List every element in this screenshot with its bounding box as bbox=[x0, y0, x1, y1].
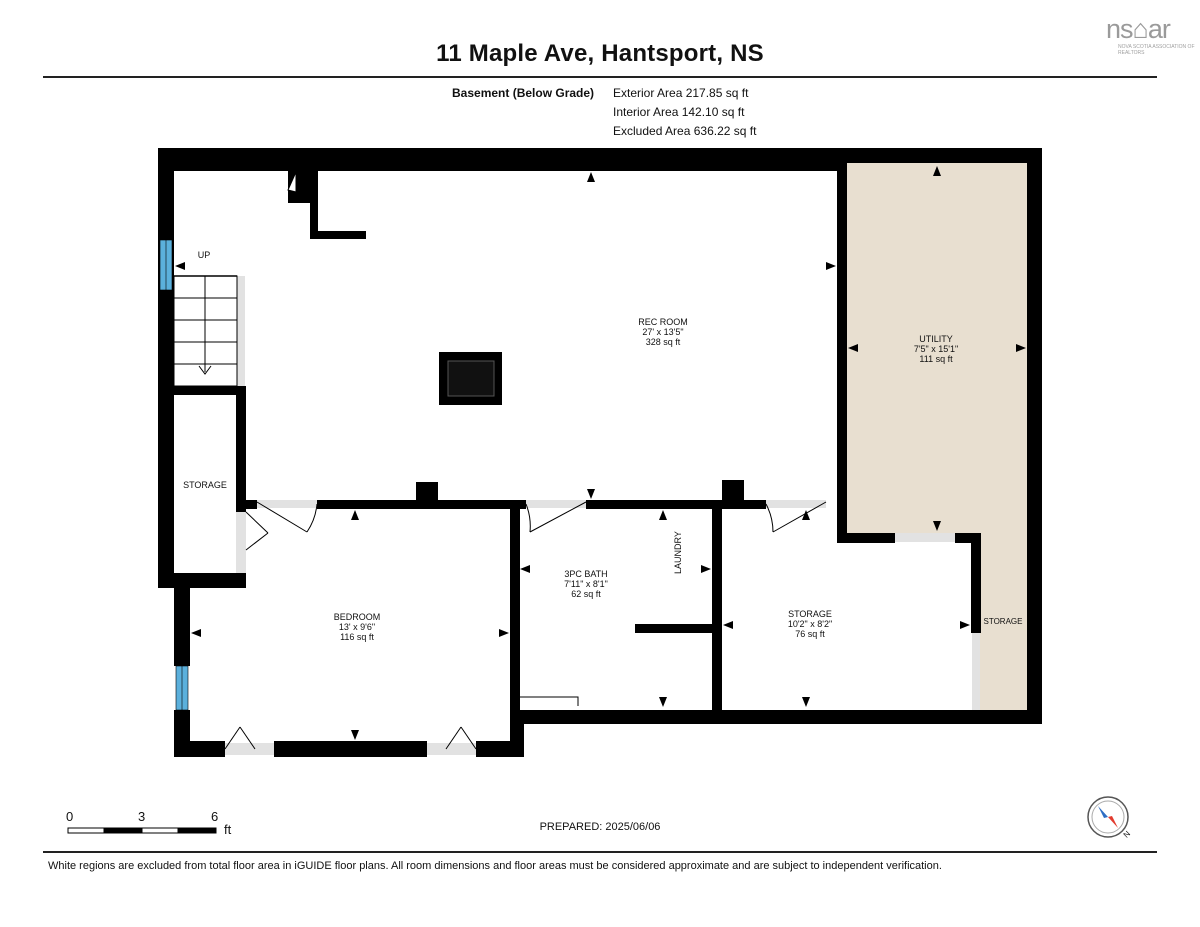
room-dims: 7'5" x 15'1" bbox=[913, 344, 959, 354]
scale-label-0: 0 bbox=[66, 809, 74, 824]
room-name: BEDROOM bbox=[333, 612, 381, 622]
scale-bar bbox=[67, 827, 217, 834]
bath-fixture bbox=[518, 696, 579, 706]
utility-fill bbox=[847, 163, 1027, 710]
logo-subtext: NOVA SCOTIA ASSOCIATION OF REALTORS bbox=[1118, 44, 1195, 56]
room-area: 116 sq ft bbox=[340, 632, 374, 642]
prepared-date: PREPARED: 2025/06/06 bbox=[539, 821, 661, 833]
bath-label: 3PC BATH 7'11" x 8'1" 62 sq ft bbox=[564, 569, 608, 599]
walls bbox=[158, 148, 1042, 757]
scale-label-6: 6 bbox=[211, 809, 219, 824]
compass-icon: N bbox=[1086, 796, 1136, 842]
windows bbox=[159, 239, 189, 711]
room-name: 3PC BATH bbox=[564, 569, 608, 579]
storage-left-label: STORAGE bbox=[183, 480, 227, 490]
door-swings bbox=[224, 171, 827, 750]
openings bbox=[225, 276, 980, 755]
room-name: REC ROOM bbox=[638, 317, 688, 327]
room-dims: 7'11" x 8'1" bbox=[564, 579, 608, 589]
dimension-arrows bbox=[175, 166, 1026, 740]
interior-area: Interior Area 142.10 sq ft bbox=[613, 105, 745, 119]
room-dims: 13' x 9'6" bbox=[338, 622, 376, 632]
scale-label-3: 3 bbox=[138, 809, 146, 824]
stairs-up-label: UP bbox=[197, 250, 211, 260]
room-name: UTILITY bbox=[919, 334, 953, 344]
laundry-label: LAUNDRY bbox=[673, 531, 683, 574]
room-area: 62 sq ft bbox=[571, 589, 601, 599]
fireplace bbox=[439, 352, 502, 405]
room-name: STORAGE bbox=[788, 609, 832, 619]
room-area: 111 sq ft bbox=[919, 354, 953, 364]
storage-main-label: STORAGE 10'2" x 8'2" 76 sq ft bbox=[788, 609, 832, 639]
logo-mark: ns⌂ar bbox=[1106, 14, 1171, 44]
header-divider bbox=[43, 76, 1157, 78]
footer-divider bbox=[43, 851, 1157, 853]
storage-right-label: STORAGE bbox=[983, 617, 1023, 626]
stairs bbox=[173, 275, 238, 387]
room-dims: 10'2" x 8'2" bbox=[787, 619, 833, 629]
nsar-logo: ns⌂ar NOVA SCOTIA ASSOCIATION OF REALTOR… bbox=[1104, 10, 1196, 56]
room-area: 328 sq ft bbox=[645, 337, 681, 347]
utility-label: UTILITY 7'5" x 15'1" 111 sq ft bbox=[914, 334, 958, 364]
bedroom-label: BEDROOM 13' x 9'6" 116 sq ft bbox=[334, 612, 381, 642]
excluded-area: Excluded Area 636.22 sq ft bbox=[613, 124, 757, 138]
scale-unit: ft bbox=[224, 822, 232, 837]
exterior-area: Exterior Area 217.85 sq ft bbox=[613, 86, 749, 100]
level-name: Basement (Below Grade) bbox=[452, 86, 595, 100]
disclaimer: White regions are excluded from total fl… bbox=[48, 860, 942, 872]
rec-room-label: REC ROOM 27' x 13'5" 328 sq ft bbox=[638, 317, 688, 347]
room-area: 76 sq ft bbox=[795, 629, 825, 639]
page-title: 11 Maple Ave, Hantsport, NS bbox=[436, 40, 764, 67]
room-dims: 27' x 13'5" bbox=[642, 327, 684, 337]
